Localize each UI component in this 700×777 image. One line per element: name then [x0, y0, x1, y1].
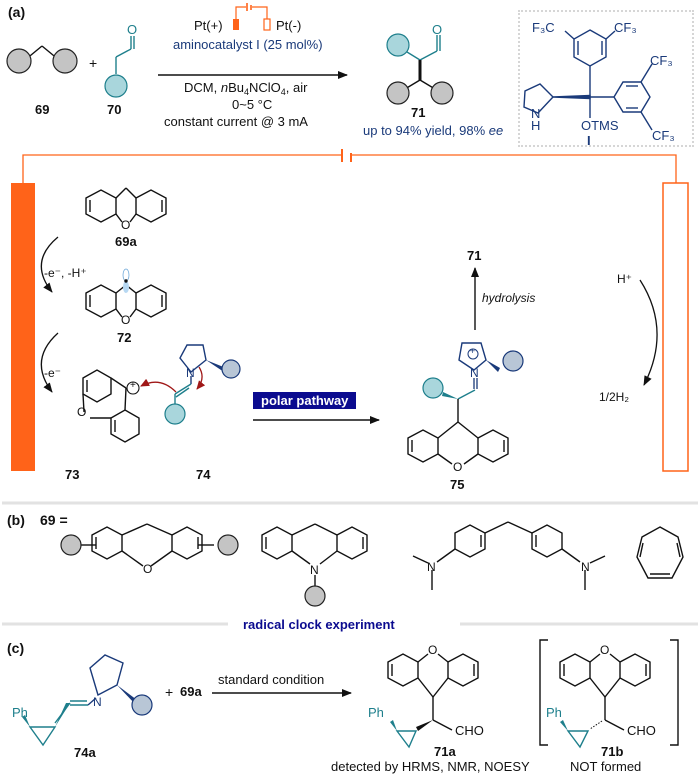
nitrogen-atom: N	[93, 695, 102, 709]
compound-label-70: 70	[107, 102, 122, 117]
cf3-group: F₃C	[532, 20, 555, 35]
product-71	[386, 33, 454, 105]
panel-tag-a: (a)	[8, 4, 26, 20]
substituent-circle	[6, 48, 32, 74]
plus-sign: +	[89, 55, 98, 71]
radical-72	[85, 268, 167, 318]
oxygen-atom: O	[432, 22, 443, 37]
hydrogen-gas-label: 1/2H₂	[599, 390, 630, 404]
compound-label-72: 72	[117, 330, 132, 345]
standard-condition-label: standard condition	[218, 672, 325, 687]
nitrogen-atom: N	[531, 106, 541, 121]
compound-label-75: 75	[450, 477, 465, 492]
compound-label-71-mech: 71	[467, 248, 482, 263]
condition-solvent: DCM, nBu4NClO4, air	[184, 80, 308, 97]
phenyl-group: Ph	[12, 705, 28, 720]
compound-label-71a: 71a	[434, 744, 456, 759]
oxidation-arrow-2	[40, 332, 59, 393]
phenyl-group: Ph	[546, 705, 562, 720]
catalyst-box	[518, 10, 694, 147]
iminium-charge: +	[470, 346, 476, 356]
anode-electrode	[11, 183, 35, 471]
anode-label: Pt(+)	[194, 18, 223, 33]
oxygen-atom: O	[143, 562, 153, 576]
compound-label-69a: 69a	[115, 234, 137, 249]
product-71a	[387, 653, 479, 749]
compound-label-73: 73	[65, 467, 80, 482]
catalyst-I-structure	[523, 29, 653, 131]
detection-note: detected by HRMS, NMR, NOESY	[331, 759, 530, 774]
panel-tag-b: (b)	[7, 512, 25, 528]
catalyst-label: I	[587, 133, 591, 148]
cf3-group: CF₃	[652, 128, 675, 143]
oxygen-atom: O	[127, 22, 138, 37]
oxygen-atom: O	[428, 643, 438, 657]
substituent-circle	[52, 48, 78, 74]
enamine-74	[140, 344, 241, 425]
reduction-arrow	[639, 279, 658, 386]
condition-current: constant current @ 3 mA	[164, 114, 308, 129]
nitrogen-atom: N	[186, 366, 195, 380]
plus-sign: +	[165, 684, 174, 700]
product-71b-not-formed	[539, 639, 679, 749]
substrate-acridane	[261, 523, 368, 607]
oxidation-step-2: -e⁻	[44, 366, 62, 380]
polar-pathway-badge: polar pathway	[253, 392, 357, 409]
condition-temperature: 0~5 °C	[232, 97, 273, 112]
cf3-group: CF₃	[650, 53, 673, 68]
oxygen-atom: O	[77, 405, 87, 419]
oxygen-atom: O	[121, 313, 131, 327]
nitrogen-atom: N	[581, 560, 590, 574]
compound-label-71: 71	[411, 105, 426, 120]
oxygen-atom: O	[453, 460, 463, 474]
aldehyde-group: CHO	[455, 723, 484, 738]
yield-ee-result: up to 94% yield, 98% ee	[363, 123, 504, 138]
phenyl-group: Ph	[368, 705, 384, 720]
electrolysis-circuit	[11, 149, 689, 472]
compound-label-69: 69	[35, 102, 50, 117]
substrate-methylene-bis-dimethylaniline	[412, 521, 606, 590]
catalyst-loading: aminocatalyst I (25 mol%)	[173, 37, 323, 52]
reagent-69a: 69a	[180, 684, 202, 699]
nitrogen-atom: N	[470, 366, 479, 380]
proton-label: H⁺	[617, 272, 632, 286]
aldehyde-group: CHO	[627, 723, 656, 738]
compound-label-71b: 71b	[601, 744, 624, 759]
oxidation-step-1: -e⁻, -H⁺	[44, 266, 87, 280]
otms-group: OTMS	[581, 118, 619, 133]
nitrogen-atom: N	[427, 560, 436, 574]
cathode-label: Pt(-)	[276, 18, 302, 33]
substrate-xanthene-substituted	[60, 523, 239, 567]
substrate-definition: 69 =	[40, 512, 68, 528]
xanthylium-73	[82, 369, 140, 443]
reactant-70	[104, 36, 135, 98]
compound-label-74a: 74a	[74, 745, 96, 760]
substrate-cycloheptatriene	[636, 526, 684, 579]
not-formed-note: NOT formed	[570, 759, 642, 774]
radical-clock-74a	[22, 654, 153, 747]
reactant-69	[6, 45, 78, 74]
iminium-75	[407, 342, 524, 465]
cf3-group: CF₃	[614, 20, 637, 35]
oxidation-arrow-1	[40, 236, 59, 293]
compound-label-74: 74	[196, 467, 211, 482]
radical-clock-title: radical clock experiment	[243, 617, 395, 632]
hydrolysis-label: hydrolysis	[482, 291, 536, 305]
nitrogen-atom: N	[310, 563, 319, 577]
electrolysis-cell-icon	[233, 3, 271, 31]
cation-charge: +	[130, 380, 136, 391]
cathode-electrode	[662, 182, 689, 472]
oxygen-atom: O	[600, 643, 610, 657]
panel-tag-c: (c)	[7, 640, 25, 656]
xanthene-69a	[85, 187, 167, 223]
oxygen-atom: O	[121, 218, 131, 232]
hydrogen-atom: H	[531, 118, 541, 133]
